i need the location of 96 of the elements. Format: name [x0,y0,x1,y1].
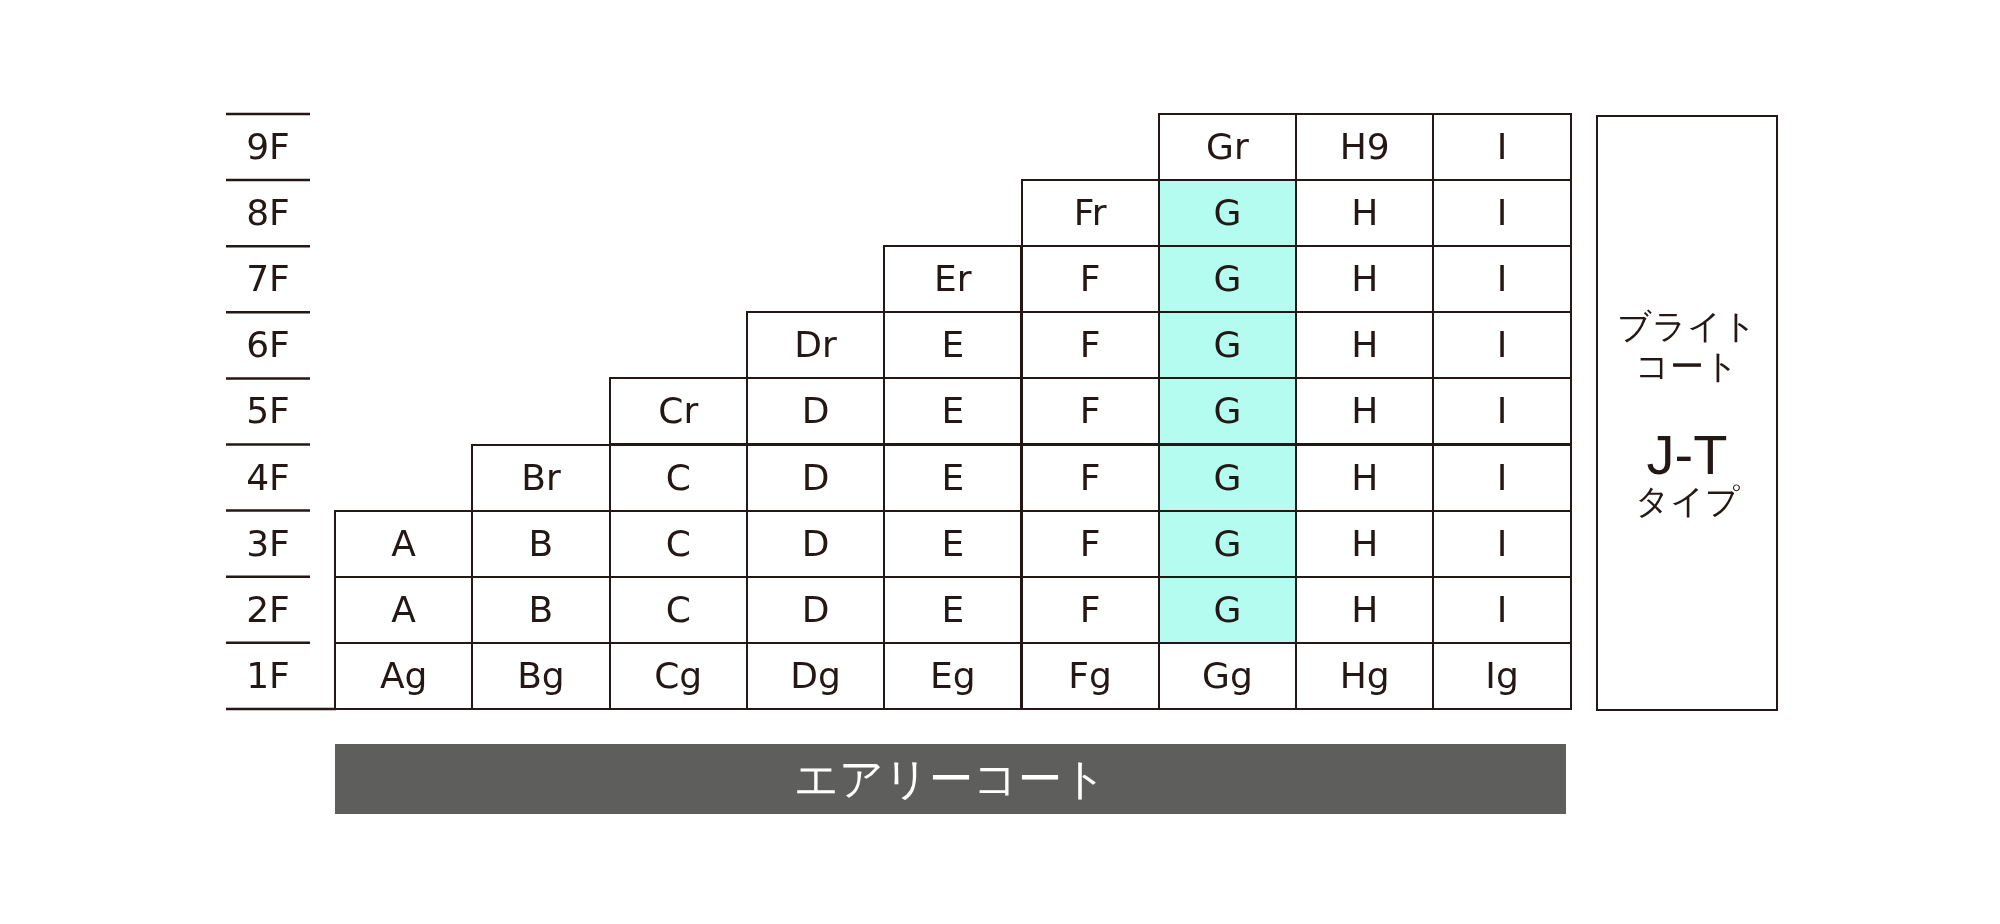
unit-label: I [1496,393,1508,430]
unit-label: Hg [1339,657,1390,694]
unit-label: F [1079,525,1101,562]
floor-label: 1F [245,657,291,694]
grid-cell [1432,113,1572,182]
unit-label: E [941,591,965,628]
unit-label: Ag [379,657,428,694]
unit-label: Eg [930,657,976,694]
unit-label: E [941,459,965,496]
unit-label: I [1496,591,1508,628]
unit-label: D [801,393,830,430]
unit-label: H [1351,459,1379,496]
unit-label: Bg [517,657,565,694]
unit-label: Fg [1068,657,1112,694]
unit-label: I [1496,195,1508,232]
grid-cell [1157,509,1298,578]
floor-label: 8F [245,195,291,232]
unit-label: F [1079,591,1101,628]
grid-cell [334,641,474,710]
floor-label: 7F [245,261,291,298]
banner-text: エアリーコート [794,751,1107,806]
unit-label: Gg [1202,657,1253,694]
unit-label: I [1496,525,1508,562]
grid-cell [1157,245,1298,314]
unit-label: G [1213,525,1242,562]
grid-cell [471,443,611,512]
unit-label: Dg [790,657,841,694]
side-panel [1596,115,1778,711]
unit-label: H [1351,327,1379,364]
unit-label: F [1079,261,1101,298]
unit-label: Er [934,261,972,298]
unit-label: B [528,525,554,562]
unit-label: G [1213,393,1242,430]
unit-label: G [1213,591,1242,628]
type-label: タイプ [1633,483,1741,521]
unit-label: F [1079,327,1101,364]
grid-cell [745,311,886,380]
unit-label: E [941,525,965,562]
unit-label: I [1496,261,1508,298]
unit-label: I [1496,327,1508,364]
grid-cell [883,641,1023,710]
grid-cell [1157,575,1298,644]
floor-label: 5F [245,393,291,430]
floor-label: 6F [245,327,291,364]
floor-label: 2F [245,591,291,628]
unit-label: Fr [1073,195,1107,232]
unit-label: H [1351,591,1379,628]
grid-cell [1432,377,1572,446]
unit-label: Gr [1206,129,1249,166]
grid-cell [1157,311,1298,380]
unit-label: Cr [658,393,699,430]
unit-label: C [665,591,691,628]
unit-label: C [665,525,691,562]
unit-label: D [801,525,830,562]
unit-label: G [1213,261,1242,298]
grid-cell [608,377,748,446]
unit-label: A [391,525,416,562]
unit-label: H [1351,261,1379,298]
unit-label: F [1079,459,1101,496]
unit-label: G [1213,327,1242,364]
floor-label: 4F [245,459,291,496]
grid-cell [1432,443,1572,512]
grid-cell [883,443,1023,512]
grid-cell [1157,377,1298,446]
unit-label: D [801,459,830,496]
grid-cell [1020,641,1160,710]
unit-label: C [665,459,691,496]
unit-label: E [941,393,965,430]
unit-label: H9 [1339,129,1390,166]
unit-label: A [391,591,416,628]
unit-label: D [801,591,830,628]
unit-label: I [1496,129,1508,166]
unit-label: H [1351,195,1379,232]
unit-label: G [1213,195,1242,232]
grid-cell [883,245,1023,314]
unit-label: H [1351,525,1379,562]
banner-bar [335,744,1566,814]
floor-label: 3F [245,525,291,562]
unit-label: E [941,327,965,364]
floor-label: 9F [245,129,291,165]
panel-title: ブライトコート [1617,305,1757,388]
type-code: J-T [1645,427,1728,484]
unit-label: Cg [654,657,703,694]
grid-cell [1157,443,1298,512]
unit-label: G [1213,459,1242,496]
unit-label: I [1496,459,1508,496]
grid-cell [1157,179,1298,248]
grid-cell [1432,641,1572,710]
unit-label: H [1351,393,1379,430]
grid-cell [334,509,474,578]
unit-label: Br [521,459,561,496]
unit-label: B [528,591,554,628]
grid-cell [883,377,1023,446]
unit-label: Ig [1485,657,1519,694]
unit-label: Dr [794,327,837,364]
unit-label: F [1079,393,1101,430]
